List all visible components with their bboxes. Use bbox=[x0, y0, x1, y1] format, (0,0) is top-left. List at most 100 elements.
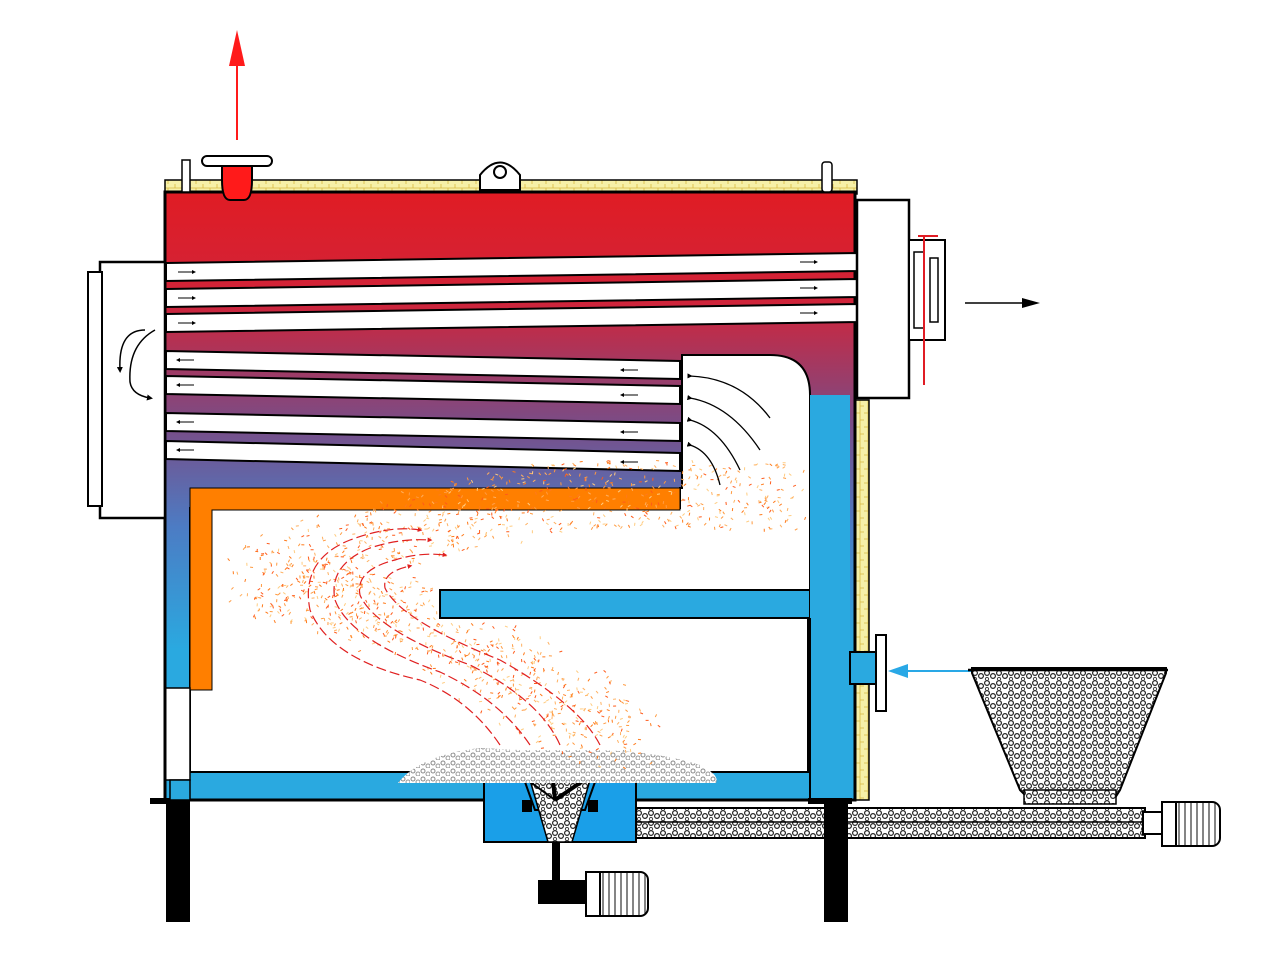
flame-particle bbox=[529, 686, 533, 690]
flame-particle bbox=[311, 622, 315, 626]
flame-particle bbox=[588, 751, 592, 753]
flame-particle bbox=[431, 501, 435, 505]
flame-particle bbox=[457, 501, 461, 505]
flame-particle bbox=[420, 622, 423, 626]
flame-particle bbox=[334, 631, 338, 634]
flame-particle bbox=[627, 504, 631, 508]
flame-particle bbox=[611, 482, 614, 487]
flame-particle bbox=[391, 550, 395, 553]
flame-particle bbox=[531, 720, 535, 723]
flame-particle bbox=[625, 709, 629, 713]
flame-particle bbox=[335, 594, 339, 597]
flame-particle bbox=[317, 524, 320, 528]
flame-particle bbox=[456, 524, 459, 528]
flame-particle bbox=[395, 624, 397, 628]
flame-particle bbox=[354, 595, 357, 599]
flame-particle bbox=[718, 474, 722, 478]
flame-particle bbox=[595, 690, 599, 694]
flame-particle bbox=[438, 493, 442, 496]
flame-particle bbox=[461, 548, 465, 552]
flame-particle bbox=[436, 623, 439, 627]
flame-particle bbox=[390, 620, 394, 624]
flame-particle bbox=[478, 537, 481, 541]
flame-particle bbox=[401, 554, 405, 558]
flame-particle bbox=[453, 640, 457, 643]
flame-particle bbox=[594, 671, 598, 674]
flame-particle bbox=[592, 483, 596, 486]
flame-particle bbox=[569, 522, 572, 526]
flame-particle bbox=[511, 647, 515, 650]
flame-particle bbox=[624, 735, 628, 739]
flame-particle bbox=[562, 702, 566, 706]
flame-particle bbox=[539, 651, 542, 656]
flame-particle bbox=[450, 622, 454, 626]
flame-particle bbox=[493, 485, 497, 488]
flame-particle bbox=[559, 650, 563, 653]
flame-particle bbox=[286, 563, 289, 567]
flame-particle bbox=[408, 586, 412, 589]
flame-particle bbox=[298, 556, 302, 559]
flame-particle bbox=[489, 640, 493, 643]
steam-outlet-arrowhead bbox=[229, 30, 245, 66]
flame-particle bbox=[429, 664, 433, 668]
flame-particle bbox=[540, 747, 545, 749]
flame-particle bbox=[422, 502, 425, 506]
flame-particle bbox=[355, 576, 359, 578]
flame-particle bbox=[568, 755, 572, 758]
flame-particle bbox=[572, 498, 576, 501]
flame-particle bbox=[688, 512, 691, 516]
flame-particle bbox=[244, 578, 247, 583]
flame-particle bbox=[287, 545, 290, 550]
flame-particle bbox=[339, 527, 343, 530]
flame-particle bbox=[760, 483, 765, 486]
flame-particle bbox=[455, 535, 458, 539]
flame-particle bbox=[269, 605, 273, 608]
flame-particle bbox=[333, 623, 337, 627]
flame-particle bbox=[546, 699, 550, 702]
flame-particle bbox=[308, 543, 312, 547]
flame-particle bbox=[260, 591, 264, 595]
flame-particle bbox=[499, 515, 502, 520]
flame-particle bbox=[596, 706, 599, 710]
flame-particle bbox=[329, 622, 333, 626]
flame-particle bbox=[322, 581, 326, 584]
flame-particle bbox=[550, 515, 554, 518]
flame-particle bbox=[689, 504, 693, 508]
flame-particle bbox=[334, 553, 338, 556]
flame-particle bbox=[768, 476, 772, 480]
flame-particle bbox=[564, 700, 568, 703]
flame-particle bbox=[490, 644, 494, 647]
flame-particle bbox=[633, 742, 637, 746]
flame-particle bbox=[343, 602, 347, 607]
flame-particle bbox=[301, 535, 305, 538]
flame-particle bbox=[620, 728, 623, 732]
flame-particle bbox=[415, 508, 419, 511]
flame-particle bbox=[542, 479, 547, 482]
flame-particle bbox=[447, 529, 451, 533]
flame-particle bbox=[504, 625, 508, 628]
flame-particle bbox=[564, 473, 567, 477]
flame-particle bbox=[512, 650, 516, 654]
flame-particle bbox=[606, 460, 609, 464]
flame-particle bbox=[412, 559, 415, 563]
flame-particle bbox=[474, 658, 478, 662]
flame-particle bbox=[447, 539, 451, 543]
flame-particle bbox=[772, 500, 776, 504]
flame-particle bbox=[651, 467, 655, 471]
flame-particle bbox=[537, 676, 541, 679]
flame-particle bbox=[530, 691, 533, 695]
flame-particle bbox=[498, 722, 501, 726]
flame-particle bbox=[314, 588, 318, 591]
flue-gas-flow-arrow bbox=[384, 564, 601, 746]
flame-particle bbox=[454, 483, 456, 487]
flame-particle bbox=[758, 501, 762, 504]
flame-particle bbox=[313, 590, 316, 594]
flame-particle bbox=[346, 566, 350, 569]
flame-particle bbox=[557, 671, 560, 676]
flame-particle bbox=[615, 465, 618, 469]
flame-particle bbox=[575, 720, 579, 722]
flame-particle bbox=[575, 497, 579, 500]
flame-particle bbox=[286, 598, 288, 602]
flame-particle bbox=[490, 489, 494, 492]
flame-particle bbox=[774, 463, 779, 466]
